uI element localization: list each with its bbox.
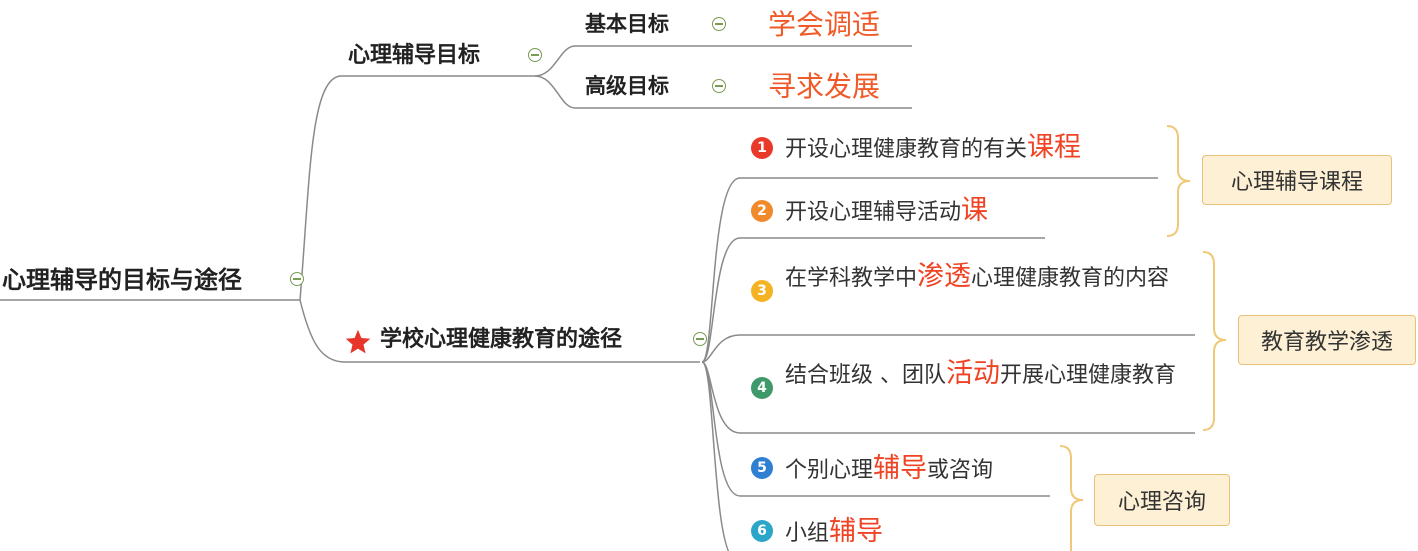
group-box-infiltration: 教育教学渗透 xyxy=(1238,315,1416,365)
advanced-goal-label: 高级目标 xyxy=(585,74,669,98)
way-item-text: 在学科教学中 xyxy=(785,266,918,291)
way-item-3: 在学科教学中渗透心理健康教育的内容 xyxy=(785,260,1185,296)
root-collapse-icon[interactable] xyxy=(290,272,304,286)
number-badge-icon: 1 xyxy=(751,137,773,159)
way-item-text: 开设心理健康教育的有关 xyxy=(785,137,1028,162)
number-badge-icon: 5 xyxy=(751,457,773,479)
goals-collapse-icon[interactable] xyxy=(528,48,542,62)
basic-goal-value: 学会调适 xyxy=(768,8,881,41)
way-item-highlight: 辅导 xyxy=(829,516,884,547)
basic-goal-collapse-icon[interactable] xyxy=(712,17,726,31)
advanced-goal-value: 寻求发展 xyxy=(768,70,881,103)
number-badge-icon: 4 xyxy=(751,377,773,399)
basic-goal-label: 基本目标 xyxy=(585,12,669,36)
way-item-1: 开设心理健康教育的有关课程 xyxy=(785,134,1081,161)
way-item-highlight: 活动 xyxy=(946,358,1000,389)
number-badge-icon: 3 xyxy=(751,280,773,302)
way-item-2: 开设心理辅导活动课 xyxy=(785,197,988,224)
group-box-course: 心理辅导课程 xyxy=(1202,155,1392,205)
way-item-5: 个别心理辅导或咨询 xyxy=(785,455,993,482)
ways-collapse-icon[interactable] xyxy=(693,332,707,346)
way-item-text: 开展心理健康教育 xyxy=(1000,363,1177,388)
root-topic: 心理辅导的目标与途径 xyxy=(2,266,242,294)
advanced-goal-collapse-icon[interactable] xyxy=(712,79,726,93)
number-badge-icon: 6 xyxy=(751,520,773,542)
way-item-text: 个别心理 xyxy=(785,458,874,483)
way-item-text: 结合班级 、团队 xyxy=(785,363,946,388)
way-item-highlight: 辅导 xyxy=(873,453,928,484)
way-item-text: 开设心理辅导活动 xyxy=(785,200,962,225)
goals-topic: 心理辅导目标 xyxy=(348,43,481,68)
ways-topic: 学校心理健康教育的途径 xyxy=(380,327,623,352)
way-item-4: 结合班级 、团队活动开展心理健康教育 xyxy=(785,357,1185,393)
way-item-highlight: 课程 xyxy=(1027,132,1082,163)
group-box-counseling: 心理咨询 xyxy=(1094,474,1230,526)
way-item-6: 小组辅导 xyxy=(785,518,883,545)
number-badge-icon: 2 xyxy=(751,200,773,222)
way-item-text: 心理健康教育的内容 xyxy=(971,266,1170,291)
star-icon xyxy=(345,329,371,354)
way-item-text: 或咨询 xyxy=(927,458,994,483)
way-item-text: 小组 xyxy=(785,521,830,546)
way-item-highlight: 课 xyxy=(961,195,989,226)
way-item-highlight: 渗透 xyxy=(917,261,972,292)
